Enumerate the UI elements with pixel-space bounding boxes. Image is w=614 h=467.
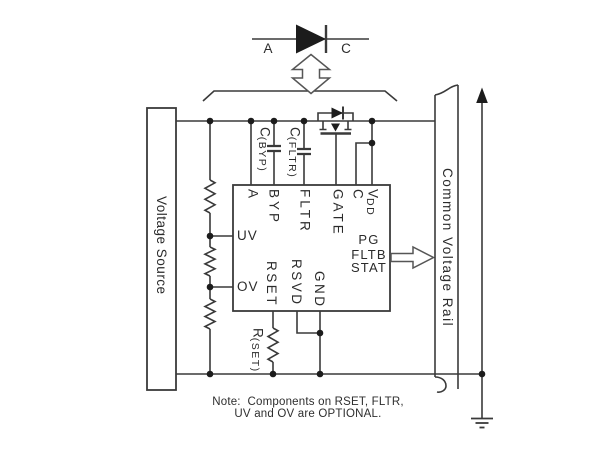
status-output-arrow-icon: [390, 245, 436, 270]
voltage-source-box: [146, 107, 177, 391]
mosfet-drain-stub: [344, 121, 352, 131]
pin-label-fltb: FLTB: [351, 247, 387, 262]
c-pin-wire: [355, 142, 372, 185]
cap-fltr-label: C(FLTR): [286, 127, 303, 179]
note-line-2: UV and OV are OPTIONAL.: [234, 408, 382, 420]
pin-label-gnd: GND: [312, 271, 328, 309]
mosfet-source-stub: [319, 121, 327, 131]
rset-network: [266, 311, 280, 374]
pin-label-rset: RSET: [264, 261, 280, 308]
resistor-bottom: [203, 298, 217, 330]
pin-label-c: C: [350, 189, 366, 202]
pin-label-byp: BYP: [266, 189, 282, 226]
diode-symbol: [252, 24, 369, 54]
rset-resistor-label: R(SET): [249, 328, 266, 373]
ground-symbol: [471, 417, 493, 429]
mosfet-body-arrow: [331, 123, 340, 132]
diode-triangle: [296, 24, 326, 54]
pin-label-uv: UV: [237, 228, 258, 243]
pin-label-rsvd: RSVD: [289, 259, 305, 307]
ground-branch: [471, 87, 493, 429]
cap-byp-symbol: [267, 121, 281, 185]
mosfet-symbol: [317, 106, 354, 185]
pin-label-vdd: VDD: [364, 189, 381, 217]
cathode-label: C: [341, 41, 351, 56]
pin-label-fltr: FLTR: [297, 189, 313, 234]
cap-byp-label: C(BYP): [256, 127, 273, 173]
rail-ribbon: [434, 84, 459, 393]
anode-label: A: [263, 41, 273, 56]
cap-fltr-symbol: [297, 121, 311, 185]
resistor-middle: [203, 246, 217, 277]
up-arrow-icon: [476, 87, 488, 103]
resistor-top: [203, 179, 217, 214]
common-voltage-rail-label: Common Voltage Rail: [440, 168, 456, 328]
junction-dots: [206, 117, 486, 378]
pin-label-stat: STAT: [350, 260, 388, 275]
uv-ov-divider: [203, 121, 233, 374]
resistor-rset: [266, 327, 280, 363]
ic-box: [232, 184, 391, 312]
pin-label-pg: PG: [358, 232, 380, 247]
pin-label-a: A: [245, 189, 261, 202]
double-arrow-icon: [290, 53, 332, 95]
pin-label-ov: OV: [237, 279, 259, 294]
voltage-source-label: Voltage Source: [154, 196, 170, 295]
note-line-1: Note: Components on RSET, FLTR,: [212, 396, 404, 408]
rsvd-pin-wire: [296, 311, 320, 334]
body-diode-triangle: [331, 107, 343, 119]
brace: [202, 90, 398, 102]
pin-label-gate: GATE: [330, 189, 346, 237]
